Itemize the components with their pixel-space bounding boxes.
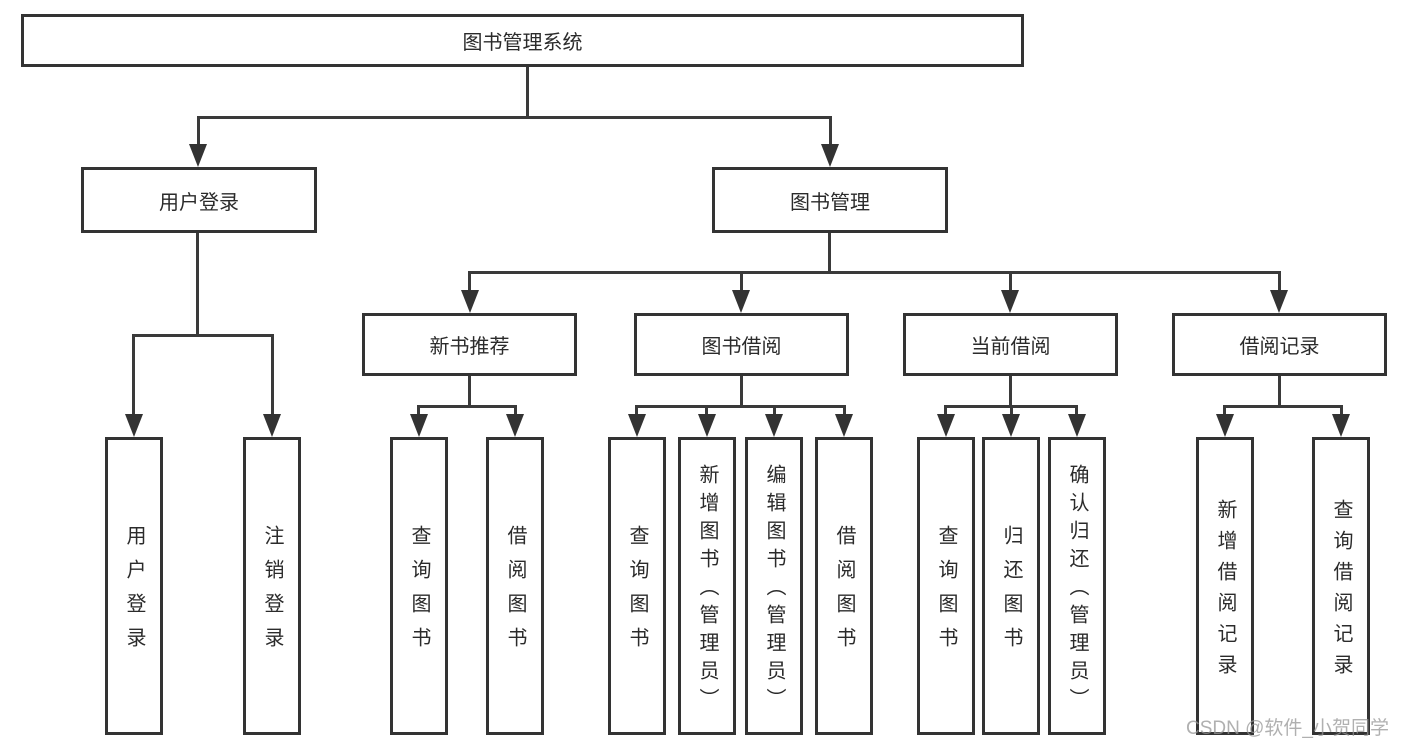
connector-drop-book-borrow <box>740 271 743 295</box>
connector-new-book-stem <box>468 376 471 408</box>
connector-root-stem <box>526 67 529 118</box>
connector-drop-current-borrow <box>1009 271 1012 295</box>
arrowhead-icon <box>410 414 428 437</box>
node-label: 图书借阅 <box>701 336 782 358</box>
connector-drop <box>1010 405 1013 420</box>
leaf-label: 新增图书（管理员） <box>696 464 718 716</box>
leaf-query-books-borrow: 查询图书 <box>608 437 666 735</box>
node-label: 当前借阅 <box>970 336 1051 358</box>
node-label: 用户登录 <box>159 191 239 214</box>
leaf-label: 确认归还（管理员） <box>1066 464 1088 716</box>
connector-drop <box>944 405 947 420</box>
connector-level1-split <box>197 116 832 119</box>
leaf-add-books-admin: 新增图书（管理员） <box>678 437 736 735</box>
arrowhead-icon <box>189 144 207 167</box>
connector-drop-leaf-user-login <box>132 334 135 420</box>
node-label: 借阅记录 <box>1239 336 1320 358</box>
connector-drop <box>705 405 708 420</box>
node-borrowing-records: 借阅记录 <box>1172 313 1387 376</box>
node-label: 图书管理系统 <box>462 32 583 54</box>
connector-drop <box>843 405 846 420</box>
node-library-management-system: 图书管理系统 <box>21 14 1024 67</box>
node-label: 图书管理 <box>790 191 870 214</box>
connector-user-login-stem <box>196 233 199 337</box>
arrowhead-icon <box>821 144 839 167</box>
node-book-management: 图书管理 <box>712 167 948 233</box>
leaf-query-books-current: 查询图书 <box>917 437 975 735</box>
connector-drop-new-book <box>468 271 471 295</box>
arrowhead-icon <box>765 414 783 437</box>
connector-level2-split <box>468 271 1281 274</box>
arrowhead-icon <box>263 414 281 437</box>
node-book-borrowing: 图书借阅 <box>634 313 849 376</box>
arrowhead-icon <box>1216 414 1234 437</box>
arrowhead-icon <box>835 414 853 437</box>
node-label: 新书推荐 <box>429 336 510 358</box>
connector-borrow-records-split <box>1223 405 1343 408</box>
leaf-label: 新增借阅记录 <box>1214 498 1236 685</box>
leaf-label: 借阅图书 <box>504 525 526 661</box>
arrowhead-icon <box>732 290 750 313</box>
arrowhead-icon <box>125 414 143 437</box>
connector-borrow-records-stem <box>1278 376 1281 408</box>
leaf-edit-books-admin: 编辑图书（管理员） <box>745 437 803 735</box>
leaf-label: 借阅图书 <box>833 525 855 661</box>
connector-drop-borrow-records <box>1278 271 1281 295</box>
leaf-add-borrow-record: 新增借阅记录 <box>1196 437 1254 735</box>
connector-book-management-stem <box>828 233 831 274</box>
arrowhead-icon <box>937 414 955 437</box>
connector-user-login-split <box>132 334 274 337</box>
leaf-borrow-books: 借阅图书 <box>815 437 873 735</box>
arrowhead-icon <box>1332 414 1350 437</box>
arrowhead-icon <box>461 290 479 313</box>
arrowhead-icon <box>1001 290 1019 313</box>
leaf-label: 查询借阅记录 <box>1330 498 1352 685</box>
leaf-label: 查询图书 <box>935 525 957 661</box>
connector-book-borrow-split <box>635 405 845 408</box>
leaf-label: 注销登录 <box>261 525 283 661</box>
leaf-return-books: 归还图书 <box>982 437 1040 735</box>
arrowhead-icon <box>698 414 716 437</box>
connector-drop <box>1223 405 1226 420</box>
connector-new-book-split <box>417 405 517 408</box>
connector-drop <box>1075 405 1078 420</box>
csdn-watermark: CSDN @软件_小贺同学 <box>1186 718 1389 739</box>
leaf-label: 归还图书 <box>1000 525 1022 661</box>
arrowhead-icon <box>506 414 524 437</box>
leaf-user-login: 用户登录 <box>105 437 163 735</box>
connector-current-borrow-stem <box>1009 376 1012 408</box>
node-current-borrowing: 当前借阅 <box>903 313 1118 376</box>
arrowhead-icon <box>1068 414 1086 437</box>
connector-drop <box>1340 405 1343 420</box>
leaf-label: 查询图书 <box>626 525 648 661</box>
node-new-book-recommendation: 新书推荐 <box>362 313 577 376</box>
arrowhead-icon <box>1270 290 1288 313</box>
leaf-query-books-recommend: 查询图书 <box>390 437 448 735</box>
connector-drop-book-management <box>829 116 832 152</box>
connector-drop-leaf-logout <box>271 334 274 420</box>
connector-drop-user-login <box>197 116 200 152</box>
connector-book-borrow-stem <box>740 376 743 408</box>
leaf-label: 编辑图书（管理员） <box>763 464 785 716</box>
leaf-label: 查询图书 <box>408 525 430 661</box>
arrowhead-icon <box>628 414 646 437</box>
arrowhead-icon <box>1002 414 1020 437</box>
connector-drop <box>417 405 420 420</box>
connector-drop <box>773 405 776 420</box>
leaf-confirm-return-admin: 确认归还（管理员） <box>1048 437 1106 735</box>
leaf-logout-login: 注销登录 <box>243 437 301 735</box>
leaf-label: 用户登录 <box>123 525 145 661</box>
node-user-login: 用户登录 <box>81 167 317 233</box>
leaf-query-borrow-record: 查询借阅记录 <box>1312 437 1370 735</box>
leaf-borrow-books-recommend: 借阅图书 <box>486 437 544 735</box>
connector-drop <box>514 405 517 420</box>
connector-drop <box>635 405 638 420</box>
